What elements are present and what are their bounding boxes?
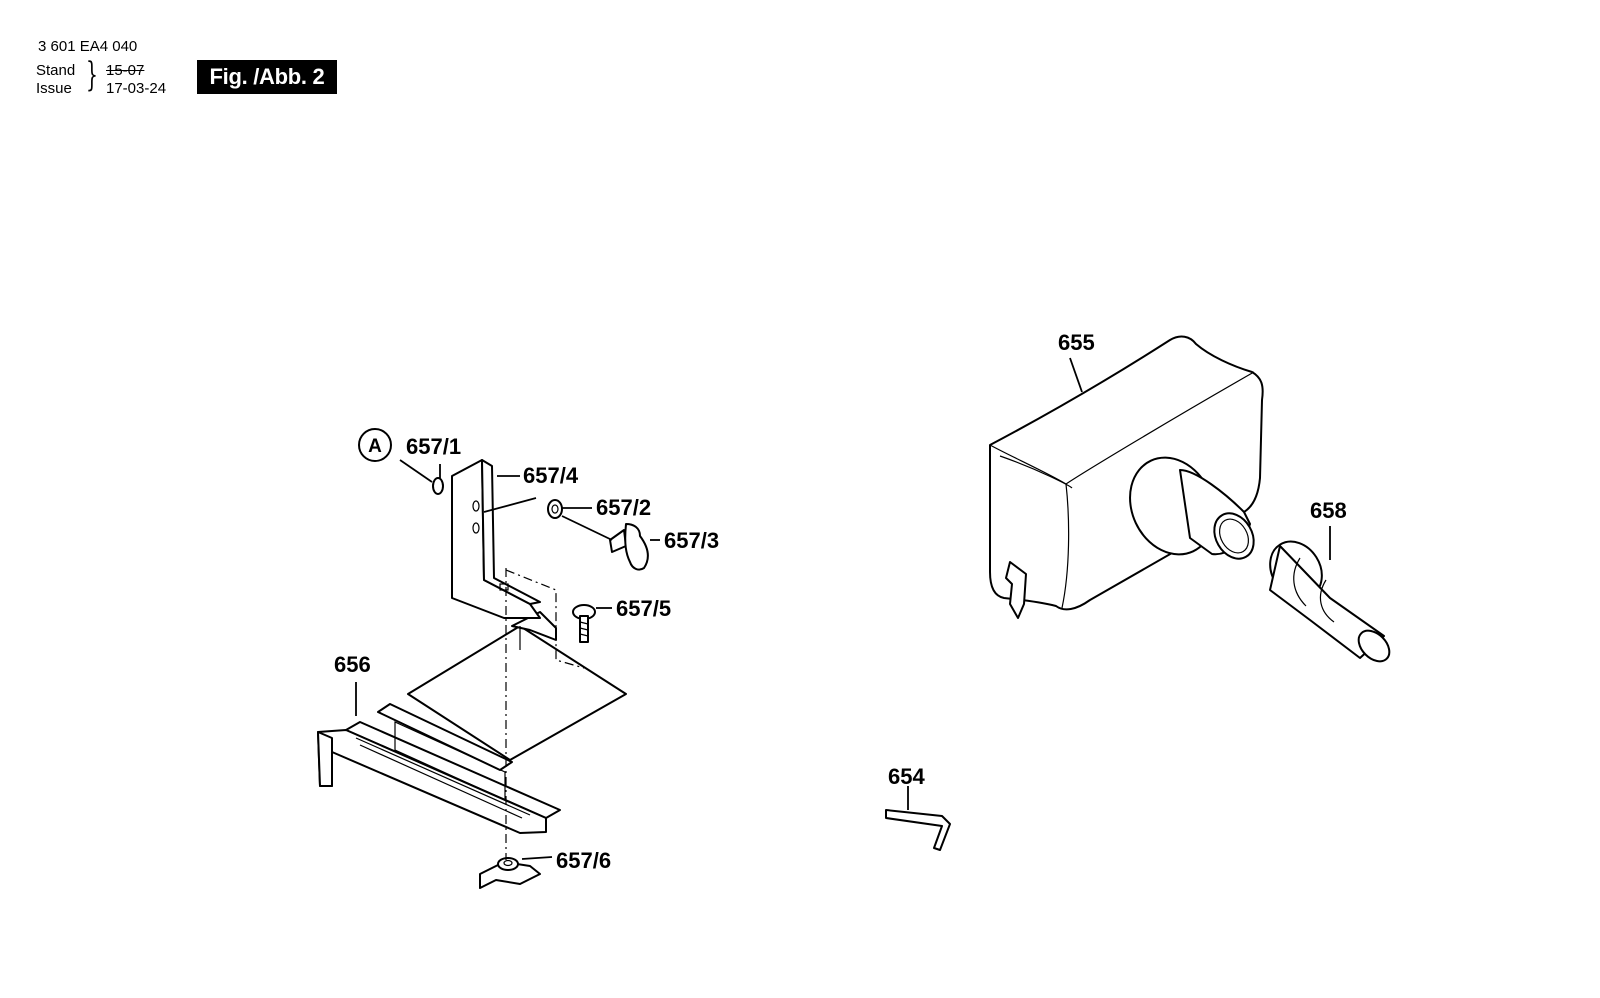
part-657-6-wing-nut: [479, 857, 541, 889]
label-657-1: 657/1: [406, 434, 461, 459]
label-657-4: 657/4: [523, 463, 579, 488]
part-657-3-wing-screw: [609, 523, 649, 571]
stand-label: Stand: [36, 62, 76, 79]
part-655-dust-box: [989, 335, 1264, 619]
detail-marker-letter: A: [368, 436, 382, 457]
label-657-5: 657/5: [616, 596, 671, 621]
label-655: 655: [1058, 330, 1095, 355]
issue-label: Issue: [36, 80, 72, 97]
assembly-axis-line: [505, 569, 585, 669]
part-657-5-screw: [572, 604, 596, 643]
label-658: 658: [1310, 498, 1347, 523]
issue-date: 17-03-24: [106, 80, 167, 97]
part-657-2-washer: [547, 499, 563, 519]
part-654-hex-key: [885, 809, 951, 851]
old-stand-date: 15-07: [106, 62, 145, 79]
part-658-adapter: [1269, 540, 1391, 663]
brace-icon: }: [86, 55, 98, 95]
part-657-1-washer: [432, 477, 444, 495]
label-656: 656: [334, 652, 371, 677]
part-657-4-bracket: [451, 459, 541, 619]
label-657-3: 657/3: [664, 528, 719, 553]
label-657-6: 657/6: [556, 848, 611, 873]
part-656-base-guide: [317, 611, 627, 834]
detail-marker-circle: [358, 428, 392, 462]
label-654: 654: [888, 764, 925, 789]
label-657-2: 657/2: [596, 495, 651, 520]
figure-badge: Fig. /Abb. 2: [197, 60, 337, 94]
part-number: 3 601 EA4 040: [38, 38, 138, 55]
